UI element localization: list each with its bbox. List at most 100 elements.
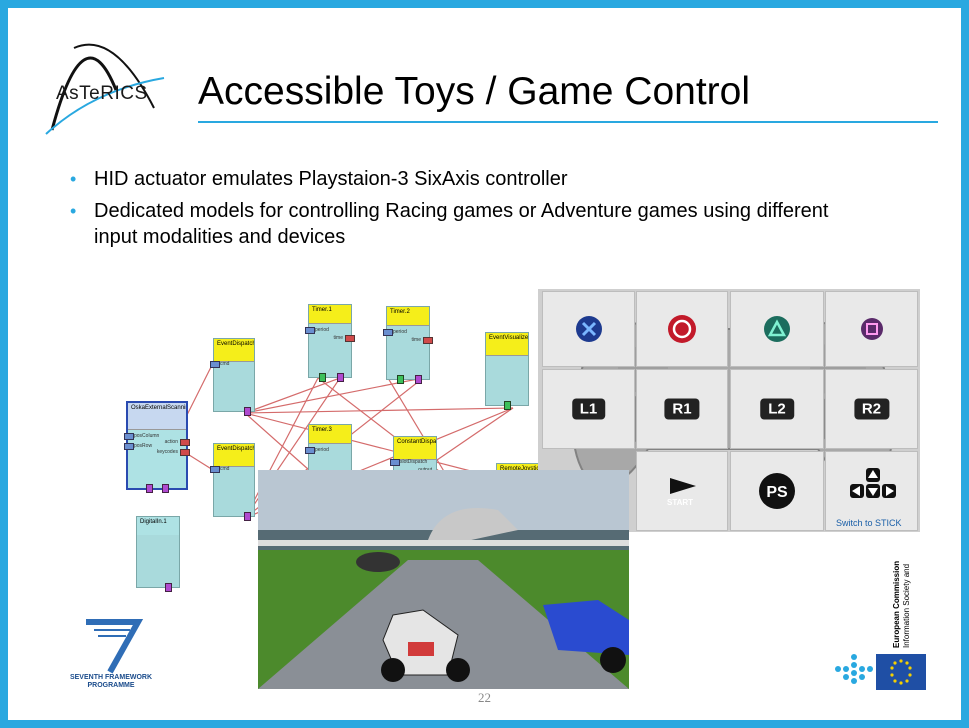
node-title: Timer.2 (387, 307, 429, 326)
port-out (180, 439, 190, 446)
node-digital-in[interactable]: DigitalIn.1 (136, 516, 180, 592)
gamepad-switch-to-stick-button[interactable]: Switch to STICK (825, 451, 918, 531)
model-diagram: OskaExternalScanning2D.1 posColumn posRo… (118, 298, 540, 598)
ps-label: PS (766, 484, 788, 501)
port-out (423, 337, 433, 344)
port-label: period (315, 327, 329, 333)
bullet-icon: • (70, 201, 77, 221)
information-society-dots-icon (835, 654, 873, 684)
bullet-text: HID actuator emulates Playstaion-3 SixAx… (94, 168, 568, 190)
l2-label: L2 (760, 398, 794, 420)
port-in (210, 361, 220, 368)
port-event (165, 583, 172, 592)
fp7-emblem-icon (86, 619, 144, 674)
port-out (180, 449, 190, 456)
port-label: cmd (220, 466, 230, 472)
port-in (390, 459, 400, 466)
racing-game-image (258, 470, 629, 689)
node-title: ConstantDispatcher (394, 437, 436, 460)
node-timer-3[interactable]: Timer.3 period (305, 424, 352, 476)
gamepad-start-button[interactable]: START (636, 451, 728, 531)
bullet-list: • HID actuator emulates Playstaion-3 SixA… (66, 166, 866, 256)
port-event (146, 484, 153, 493)
gamepad-r1-button[interactable]: R1 (636, 369, 728, 449)
square-icon (860, 318, 883, 340)
node-timer-2[interactable]: Timer.2 period time (383, 306, 433, 384)
port-in (305, 447, 315, 454)
bullet-text: Dedicated models for controlling Racing … (94, 200, 829, 248)
port-event (162, 484, 169, 493)
gamepad-circle-button[interactable] (636, 291, 728, 367)
gamepad-l2-button[interactable]: L2 (730, 369, 824, 449)
fp7-line-2: PROGRAMME (87, 682, 135, 689)
gamepad-cross-button[interactable] (542, 291, 635, 367)
ec-line-1: European Commission (892, 560, 901, 648)
node-event-dispatcher-1[interactable]: EventDispatcher.1 cmd (210, 338, 255, 416)
ec-line-2: Information Society and (902, 563, 911, 648)
slide-title: Accessible Toys / Game Control (198, 70, 750, 113)
node-event-dispatcher-2[interactable]: EventDispatcher.2 cmd (210, 443, 255, 521)
bullet-item: • Dedicated models for controlling Racing… (66, 198, 866, 250)
racing-game-screenshot (258, 470, 629, 689)
node-title: DigitalIn.1 (137, 517, 179, 535)
node-oska[interactable]: OskaExternalScanning2D.1 posColumn posRo… (124, 401, 190, 493)
port-in (305, 327, 315, 334)
gamepad-grid: L1 R1 L2 R2 START PS (538, 289, 920, 532)
circle-icon (668, 315, 696, 343)
node-event-visualizer[interactable]: EventVisualizer.1 (485, 332, 529, 410)
node-title: EventDispatcher.1 (214, 339, 254, 362)
port-event-in (397, 375, 404, 384)
dpad-arrows-icon (850, 468, 896, 498)
node-title: OskaExternalScanning2D.1 (128, 403, 186, 430)
bullet-item: • HID actuator emulates Playstaion-3 SixA… (66, 166, 866, 192)
port-label: slotDispatch (400, 459, 428, 465)
port-in (383, 329, 393, 336)
title-underline (198, 121, 938, 123)
eu-flag-icon (876, 654, 926, 690)
node-title: Timer.3 (309, 425, 351, 444)
r2-label: R2 (853, 398, 890, 420)
port-label: time (411, 337, 421, 343)
node-title: EventDispatcher.2 (214, 444, 254, 467)
gamepad-l1-button[interactable]: L1 (542, 369, 635, 449)
port-event (415, 375, 422, 384)
gamepad-ps-button[interactable]: PS (730, 451, 824, 531)
logo-text: AsTeRICS (56, 83, 148, 104)
play-arrow-icon (670, 478, 696, 494)
port-event (337, 373, 344, 382)
port-event (244, 512, 251, 521)
start-label: START (667, 498, 694, 507)
port-out (345, 335, 355, 342)
port-label: posRow (134, 443, 153, 449)
node-timer-1[interactable]: Timer.1 period time (305, 304, 355, 382)
port-label: cmd (220, 361, 230, 367)
port-label: period (315, 447, 329, 453)
switch-to-stick-label: Switch to STICK (836, 518, 902, 528)
node-title: Timer.1 (309, 305, 351, 324)
ps-button-icon: PS (759, 473, 795, 509)
page-number: 22 (478, 690, 491, 705)
l1-label: L1 (571, 398, 606, 420)
gamepad-r2-button[interactable]: R2 (825, 369, 918, 449)
bullet-icon: • (70, 169, 77, 189)
triangle-icon (764, 316, 790, 342)
cross-icon (575, 316, 602, 342)
fp7-line-1: SEVENTH FRAMEWORK (69, 674, 153, 681)
gamepad-triangle-button[interactable] (730, 291, 824, 367)
node-title: EventVisualizer.1 (486, 333, 528, 356)
port-event (244, 407, 251, 416)
port-label: time (333, 335, 343, 341)
port-in (124, 433, 134, 440)
port-label: period (393, 329, 407, 335)
gamepad-square-button[interactable] (825, 291, 918, 367)
port-event-in (319, 373, 326, 382)
port-label: posColumn (134, 433, 160, 439)
port-label: action (164, 439, 178, 445)
r1-label: R1 (664, 398, 700, 420)
port-label: keycodes (156, 449, 178, 455)
